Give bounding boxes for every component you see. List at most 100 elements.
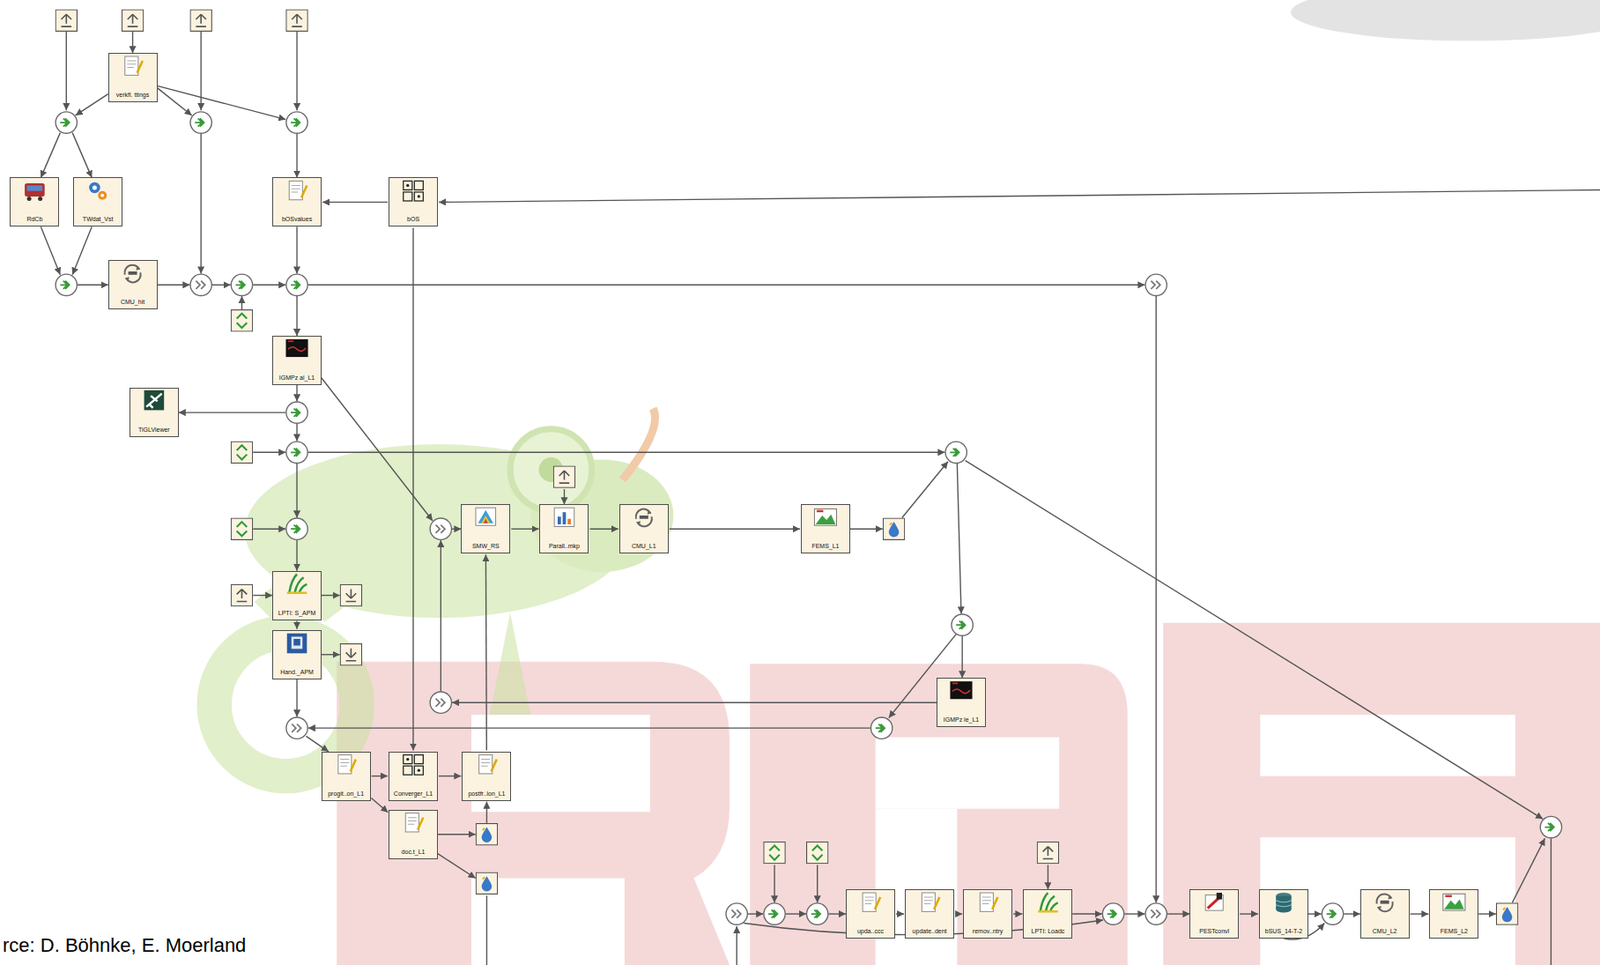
wire-line (1072, 912, 1103, 914)
wire-line (773, 864, 775, 903)
fork-junction (230, 274, 252, 296)
fork-junction (190, 111, 212, 134)
watermark-counters (875, 737, 1060, 809)
output-writer-icon (475, 872, 497, 894)
component-label: RdCb (26, 215, 43, 223)
wire-line (305, 735, 328, 751)
wire-line (1155, 296, 1157, 903)
wire-line (965, 460, 1544, 820)
component-label: progit..on_L1 (327, 790, 364, 798)
wire-line (785, 912, 807, 914)
component-box: bOS (388, 177, 438, 227)
workflow-connector (438, 775, 461, 777)
fork-junction (286, 401, 308, 423)
wire-line (296, 226, 297, 274)
grey-swoosh (1535, 0, 1600, 25)
wire-line (75, 94, 109, 116)
wire-line (748, 912, 763, 914)
wire-line (40, 133, 60, 178)
fork-junction (1540, 815, 1562, 838)
workflow-connector (412, 227, 414, 750)
wire-line (816, 864, 818, 903)
wire-line (1343, 912, 1361, 914)
input-port (553, 466, 575, 488)
parameter-icon (763, 841, 786, 863)
merge-junction (286, 717, 308, 739)
workflow-connector (1239, 912, 1259, 914)
component-box: update..dent (904, 888, 955, 939)
component-box: PESTconvl (1189, 888, 1239, 939)
component-box: verkfl. ttings (108, 52, 158, 103)
wire-line (132, 31, 134, 53)
wire-line (308, 284, 1146, 286)
wire-line (321, 594, 341, 596)
parameter-icon (230, 310, 252, 332)
fork-junction (286, 274, 308, 296)
workflow-connector (955, 912, 963, 914)
wire-line (178, 411, 287, 413)
input-port (55, 9, 1059, 864)
merge-junction (1145, 903, 1167, 925)
component-box: remov..ntry (962, 888, 1013, 939)
fork-junction (951, 614, 973, 636)
component-box: TiGLViewer (129, 387, 179, 438)
wire-line (252, 451, 286, 453)
wire-line (902, 461, 949, 519)
fork-junction (870, 717, 892, 739)
wire-line (735, 925, 737, 965)
fork-junction (1321, 903, 1343, 925)
merge-junction (429, 691, 452, 713)
wire-line (252, 528, 286, 530)
rce-watermark (336, 661, 730, 965)
workflow-connector (590, 528, 619, 530)
wire-line (296, 296, 297, 336)
workflow-connector (485, 554, 488, 750)
component-box: IGMPz le_L1 (936, 677, 986, 727)
wire-line (296, 463, 297, 518)
fork-junction (763, 903, 786, 925)
wire-line (486, 895, 488, 965)
fork-junction (286, 518, 308, 540)
wire-line (440, 540, 442, 691)
component-box: bSUS_14-T-2 (1259, 888, 1309, 939)
wire-line (296, 133, 297, 178)
component-box: FEMS_L2 (1429, 888, 1479, 939)
rce-watermark (1162, 622, 1600, 965)
wire-line (850, 528, 883, 530)
wire-line (1550, 837, 1552, 965)
wire-line (321, 377, 433, 521)
component-box: CMU_hit (108, 259, 158, 310)
fork-junction (945, 441, 967, 463)
component-label: LPTI: Loadc (1031, 927, 1066, 935)
wire-line (252, 284, 286, 286)
wire-line (200, 31, 201, 111)
wire-line (486, 801, 488, 823)
fork-junction (55, 111, 1562, 925)
component-label: CMU_L1 (631, 542, 657, 550)
merge-junction (429, 518, 452, 540)
component-box: Hand._APM (272, 629, 322, 680)
component-label: PESTconvl (1199, 927, 1230, 935)
component-label: CMU_L2 (1372, 927, 1398, 935)
workflow-connector (371, 775, 388, 777)
wire-line (296, 540, 297, 571)
component-label: IGMPz le_L1 (943, 716, 979, 724)
merge-junction (725, 903, 748, 925)
wire-line (296, 385, 297, 402)
wire-line (296, 31, 297, 111)
component-label: LPTI: S_APM (278, 609, 316, 617)
workflow-connector (1013, 912, 1023, 914)
wire-line (321, 653, 341, 655)
component-label: SMW_RS (472, 542, 500, 550)
chameleon-watermark (510, 429, 593, 512)
component-box: Converger_L1 (388, 751, 438, 801)
wire-line (451, 528, 461, 530)
output-writer-icon (882, 518, 904, 540)
wire-line (252, 594, 273, 596)
parameter-icon (807, 841, 829, 863)
wire-line (828, 912, 846, 914)
watermark-counters (875, 808, 958, 965)
component-icon (24, 56, 1466, 913)
fork-junction (807, 903, 829, 925)
